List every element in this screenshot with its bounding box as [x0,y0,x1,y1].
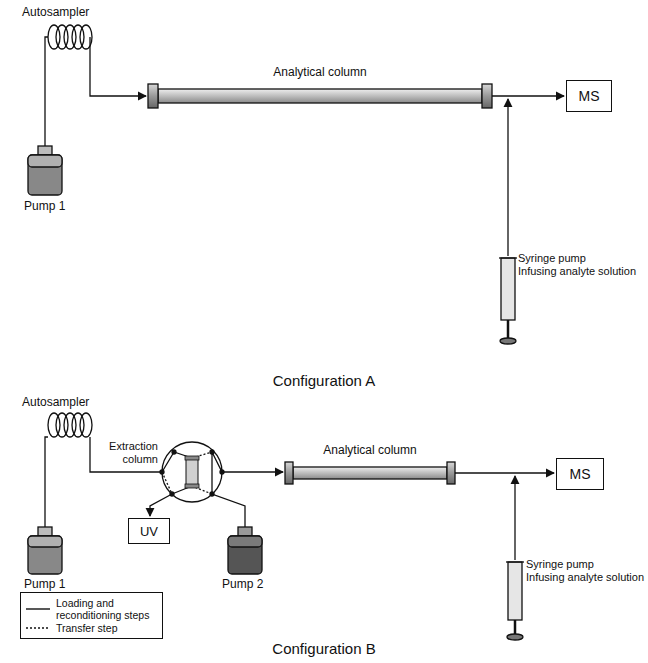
legend: Loading and reconditioning stepsTransfer… [20,592,163,639]
tubing [455,472,554,473]
part-label: Analytical column [323,444,416,458]
syringe-pump [506,476,524,640]
tubing [90,37,146,96]
node-text: UV [140,524,158,539]
analytical-column [285,462,455,484]
part-label: Syringe pump Infusing analyte solution [526,558,644,583]
part-label: Analytical column [273,66,366,80]
ms-box: MS [566,80,612,112]
legend-line-sample [25,624,51,632]
part-label: Autosampler [22,396,89,410]
pump-bottle [28,527,62,574]
node-text: MS [579,88,600,104]
part-label: Pump 1 [24,578,65,592]
part-label: Syringe pump Infusing analyte solution [518,252,636,277]
legend-line-sample [25,605,51,613]
part-label: Pump 1 [24,200,65,214]
legend-entry: Transfer step [25,622,156,634]
tubing [90,437,162,472]
part-label: Extraction column [100,440,158,465]
pump-bottle [228,527,262,574]
figure-caption: Configuration B [272,640,375,657]
tubing [45,437,48,527]
valve-paths [150,450,283,527]
part-label: Autosampler [22,6,89,20]
tubing [45,37,48,146]
pump-bottle [28,146,62,195]
legend-text: Transfer step [56,622,156,634]
part-label: Pump 2 [222,578,263,592]
autosampler-coil [48,413,92,437]
ms-box: MS [556,458,604,490]
syringe-pump [499,99,517,344]
autosampler-coil [48,25,92,49]
legend-entry: Loading and reconditioning steps [25,597,156,621]
legend-text: Loading and reconditioning steps [56,597,156,621]
node-text: MS [570,466,591,482]
analytical-column [148,84,492,108]
switching-valve [162,442,222,502]
tubing [492,95,564,96]
uv-detector-box: UV [128,518,170,544]
figure-caption: Configuration A [273,372,376,389]
